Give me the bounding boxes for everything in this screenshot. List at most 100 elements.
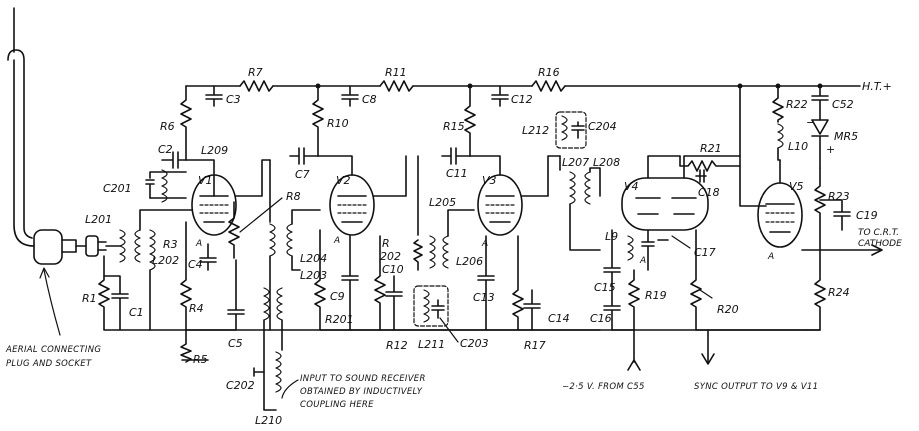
label-c9: C9 bbox=[330, 290, 345, 303]
label-c16: C16 bbox=[590, 312, 612, 325]
l207-l208-transformer bbox=[559, 155, 601, 251]
label-l204: L204 bbox=[300, 252, 327, 265]
note-bias: −2·5 V. FROM C55 bbox=[562, 382, 645, 392]
label-c11: C11 bbox=[446, 167, 468, 180]
label-r16: R16 bbox=[538, 66, 560, 79]
r8-arrow bbox=[239, 197, 283, 233]
label-c203: C203 bbox=[460, 337, 489, 350]
label-r202-b: 202 bbox=[380, 250, 401, 263]
label-a-v1: A bbox=[195, 239, 202, 249]
label-c19: C19 bbox=[856, 209, 878, 222]
label-crt-line1: TO C.R.T. bbox=[858, 228, 899, 238]
v4-load-network bbox=[603, 229, 641, 371]
label-c3: C3 bbox=[226, 93, 241, 106]
label-c201: C201 bbox=[103, 182, 132, 195]
label-c8: C8 bbox=[362, 93, 377, 106]
c201-l209-tuned bbox=[145, 169, 187, 203]
label-l201: L201 bbox=[85, 213, 112, 226]
v1-plate-lead bbox=[185, 159, 215, 176]
label-r11: R11 bbox=[385, 66, 407, 79]
l205-l206-transformer bbox=[413, 155, 475, 271]
label-mr5-plus: + bbox=[826, 143, 835, 156]
c52-mr5 bbox=[811, 85, 829, 169]
label-r4: R4 bbox=[189, 302, 204, 315]
l210-coupling bbox=[253, 287, 283, 411]
note-input-line1: INPUT TO SOUND RECEIVER bbox=[300, 374, 426, 384]
valve-v4 bbox=[621, 155, 741, 231]
label-l10: L10 bbox=[788, 140, 808, 153]
label-r22: R22 bbox=[786, 98, 808, 111]
decoupling-caps bbox=[205, 85, 509, 107]
label-c13: C13 bbox=[473, 291, 495, 304]
label-c14: C14 bbox=[548, 312, 570, 325]
c7-cap bbox=[289, 147, 319, 165]
label-a-v4: A bbox=[639, 256, 646, 266]
l201-input-coil bbox=[105, 209, 193, 263]
label-r3: R3 bbox=[163, 238, 178, 251]
sound-input-arrow bbox=[281, 379, 299, 399]
r21-c18 bbox=[679, 155, 741, 183]
label-r19: R19 bbox=[645, 289, 667, 302]
label-c10: C10 bbox=[382, 263, 404, 276]
l212-c204-tuned bbox=[555, 111, 587, 149]
label-r24: R24 bbox=[828, 286, 850, 299]
label-mr5-minus: − bbox=[806, 116, 815, 129]
label-c1: C1 bbox=[129, 306, 144, 319]
valve-v5 bbox=[739, 85, 803, 248]
note-input-line2: OBTAINED BY INDUCTIVELY bbox=[300, 387, 423, 397]
anode-resistors bbox=[180, 85, 476, 161]
label-r20: R20 bbox=[717, 303, 739, 316]
label-a-v5: A bbox=[767, 252, 774, 262]
label-v5: V5 bbox=[789, 180, 804, 193]
c2-cap bbox=[161, 151, 187, 169]
label-r15: R15 bbox=[443, 120, 465, 133]
ht-rail bbox=[185, 80, 861, 92]
label-l210: L210 bbox=[255, 414, 282, 427]
l211-c203-tuned bbox=[413, 285, 449, 327]
r22-l10-load bbox=[772, 85, 784, 161]
v1-screen-lead bbox=[235, 159, 271, 197]
label-l203: L203 bbox=[300, 269, 327, 282]
l203-l204-transformer bbox=[269, 159, 321, 331]
valve-v2 bbox=[317, 155, 407, 236]
label-r23: R23 bbox=[828, 190, 850, 203]
label-c12: C12 bbox=[511, 93, 533, 106]
label-a-v3: A bbox=[481, 239, 488, 249]
label-v1: V1 bbox=[198, 174, 213, 187]
label-r5: R5 bbox=[193, 353, 208, 366]
r8-resistor bbox=[228, 201, 240, 259]
label-l202: L202 bbox=[152, 254, 179, 267]
label-mr5: MR5 bbox=[834, 130, 858, 143]
label-r201: R201 bbox=[325, 313, 354, 326]
label-l209: L209 bbox=[201, 144, 228, 157]
label-c2: C2 bbox=[158, 143, 173, 156]
label-c18: C18 bbox=[698, 186, 720, 199]
label-c7: C7 bbox=[295, 168, 310, 181]
label-r202-a: R bbox=[382, 237, 390, 250]
valve-v3 bbox=[469, 155, 561, 236]
label-c204: C204 bbox=[588, 120, 617, 133]
label-l211: L211 bbox=[418, 338, 445, 351]
c11-cap bbox=[441, 147, 471, 165]
label-v4: V4 bbox=[624, 180, 639, 193]
label-l208: L208 bbox=[593, 156, 620, 169]
label-r7: R7 bbox=[248, 66, 263, 79]
aerial-rod bbox=[7, 7, 35, 247]
label-a-v2: A bbox=[333, 236, 340, 246]
cathode-v2-network bbox=[314, 229, 445, 331]
label-c52: C52 bbox=[832, 98, 854, 111]
label-v2: V2 bbox=[336, 174, 351, 187]
label-c4: C4 bbox=[188, 258, 203, 271]
label-c15: C15 bbox=[594, 281, 616, 294]
aerial-plug-socket bbox=[33, 229, 107, 265]
label-v3: V3 bbox=[482, 174, 497, 187]
label-ht: H.T.+ bbox=[862, 80, 892, 93]
label-r12: R12 bbox=[386, 339, 408, 352]
label-l206: L206 bbox=[456, 255, 483, 268]
label-crt-line2: CATHODE bbox=[858, 239, 902, 249]
label-r21: R21 bbox=[700, 142, 722, 155]
label-l205: L205 bbox=[429, 196, 456, 209]
label-r8: R8 bbox=[286, 190, 301, 203]
